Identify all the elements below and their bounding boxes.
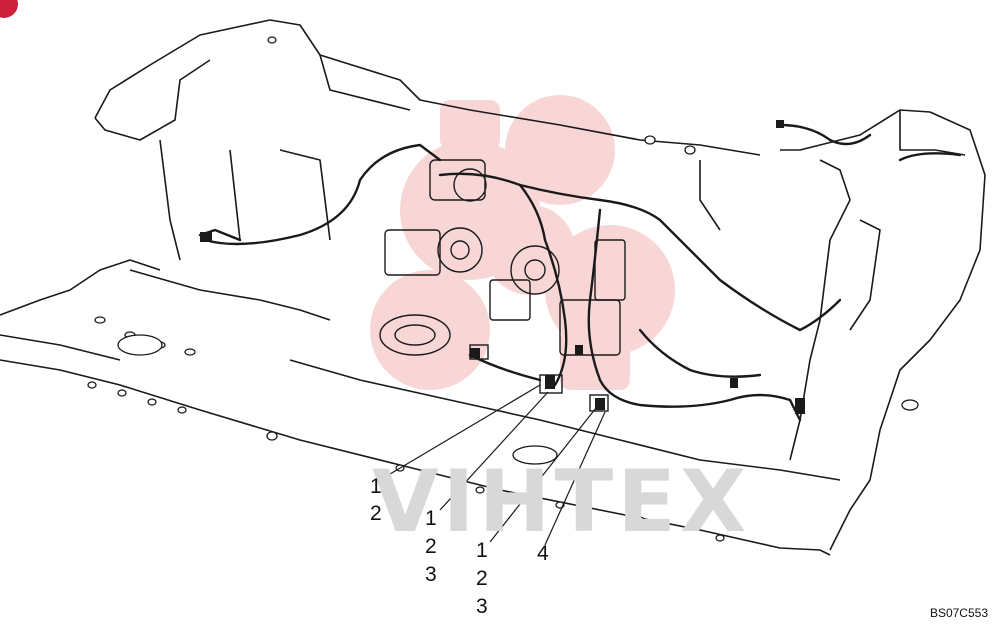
- callout-a-label-1: 1: [370, 475, 382, 498]
- callout-c-label-2: 2: [476, 567, 488, 590]
- watermark-logo: [370, 95, 675, 390]
- pump-assembly: [379, 159, 626, 412]
- callout-a-label-2: 2: [370, 502, 382, 525]
- drawing-code: BS07C553: [929, 606, 988, 620]
- frame-outline: [0, 19, 986, 556]
- frame-holes: [87, 36, 919, 542]
- connectors: [200, 120, 805, 414]
- callout-d-label-4: 4: [537, 542, 549, 565]
- watermark-text: VIHTEX: [372, 452, 751, 552]
- callout-b-label-3: 3: [425, 563, 437, 586]
- callout-b-label-1: 1: [425, 507, 437, 530]
- callout-c-label-3: 3: [476, 595, 488, 618]
- callout-b-label-2: 2: [425, 535, 437, 558]
- callout-c-label-1: 1: [476, 539, 488, 562]
- corner-badge-icon: [0, 0, 18, 18]
- leader-lines: [384, 384, 606, 546]
